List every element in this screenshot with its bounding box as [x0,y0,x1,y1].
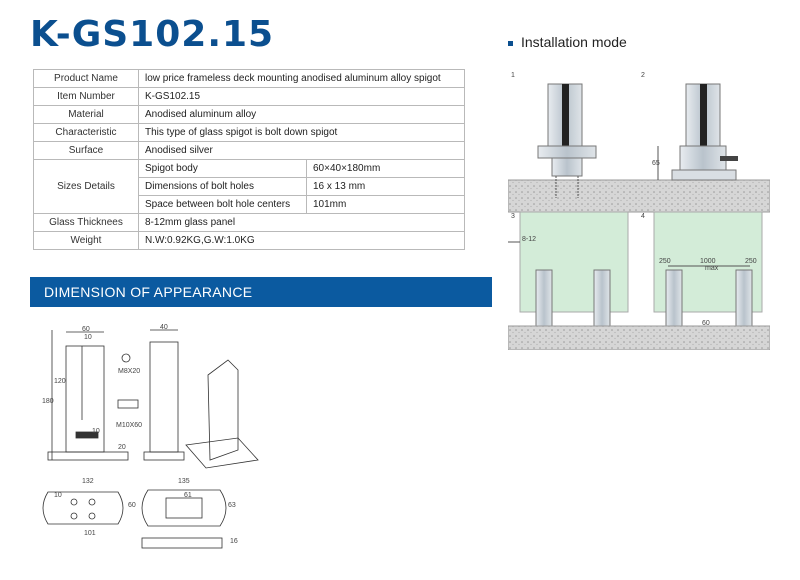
size-value: 60×40×180mm [306,159,465,178]
dim-label: 10 [54,492,62,499]
dim-label: 101 [84,530,96,537]
step-number: 1 [511,72,515,79]
size-name: Spigot body [138,159,307,178]
dim-label: 16 [230,538,238,545]
characteristic-label: Characteristic [33,123,139,142]
table-row: Sizes Details Spigot body 60×40×180mm [33,159,465,214]
material-value: Anodised aluminum alloy [138,105,465,124]
deck-slab-lower [508,325,770,350]
dim-label: 10 [92,428,100,435]
weight-value: N.W:0.92KG,G.W:1.0KG [138,231,465,250]
characteristic-value: This type of glass spigot is bolt down s… [138,123,465,142]
table-row: Space between bolt hole centers 101mm [34,195,465,214]
table-row: Item Number K-GS102.15 [33,87,465,106]
dim-label: 180 [42,398,54,405]
dim-label: 61 [184,492,192,499]
perspective-view [207,359,239,461]
dim-label: 120 [54,378,66,385]
base-plan-right [141,489,227,527]
step-number: 4 [641,213,645,220]
bolt-label: M8X20 [118,368,141,375]
weight-label: Weight [33,231,139,250]
dim-label: 65 [652,160,660,167]
dim-label: 60 [702,320,710,327]
dim-label: 60 [128,502,136,509]
dim-label: max [705,265,719,272]
dim-label: 8-12 [522,236,537,243]
spec-table: Product Name low price frameless deck mo… [33,69,465,250]
deck-slab [508,179,770,213]
table-row: Material Anodised aluminum alloy [33,105,465,124]
side-view [149,341,179,453]
item-number-label: Item Number [33,87,139,106]
base-plan-left [42,491,124,525]
product-name-label: Product Name [33,69,139,88]
installation-heading: Installation mode [508,34,627,50]
dim-label: 250 [659,258,671,265]
glass-step-4 [653,211,763,327]
step-number: 2 [641,72,645,79]
spigot-step-1 [537,83,597,198]
table-row: Weight N.W:0.92KG,G.W:1.0KG [33,231,465,250]
product-code-title: K-GS102.15 [30,14,275,55]
bolt-label: M10X60 [116,422,143,429]
size-value: 101mm [306,195,465,214]
table-row: Product Name low price frameless deck mo… [33,69,465,88]
dim-label: 132 [82,478,94,485]
spigot-step-2 [657,83,738,181]
dim-label: 63 [228,502,236,509]
size-name: Dimensions of bolt holes [138,177,307,196]
base-profile [141,537,223,549]
table-row: Characteristic This type of glass spigot… [33,123,465,142]
step-number: 3 [511,213,515,220]
size-value: 16 x 13 mm [306,177,465,196]
dim-label: 135 [178,478,190,485]
glass-thickness-label: Glass Thicknees [33,213,139,232]
surface-label: Surface [33,141,139,160]
dim-label: 40 [160,324,168,331]
dim-label: 1000 [700,258,716,265]
bullet-icon [508,40,513,46]
size-name: Space between bolt hole centers [138,195,307,214]
dim-label: 10 [84,334,92,341]
installation-diagram [508,83,770,350]
sizes-details-label: Sizes Details [33,159,139,214]
item-number-value: K-GS102.15 [138,87,465,106]
installation-heading-text: Installation mode [521,34,627,50]
table-row: Surface Anodised silver [33,141,465,160]
surface-value: Anodised silver [138,141,465,160]
dim-label: 20 [118,444,126,451]
dim-label: 60 [82,326,90,333]
material-label: Material [33,105,139,124]
dimension-drawing [42,329,259,549]
table-row: Glass Thicknees 8-12mm glass panel [33,213,465,232]
glass-thickness-value: 8-12mm glass panel [138,213,465,232]
table-row: Dimensions of bolt holes 16 x 13 mm [34,177,465,196]
product-name-value: low price frameless deck mounting anodis… [138,69,465,88]
dimension-section-header: DIMENSION OF APPEARANCE [30,277,492,307]
glass-step-3 [508,211,629,327]
dim-label: 250 [745,258,757,265]
